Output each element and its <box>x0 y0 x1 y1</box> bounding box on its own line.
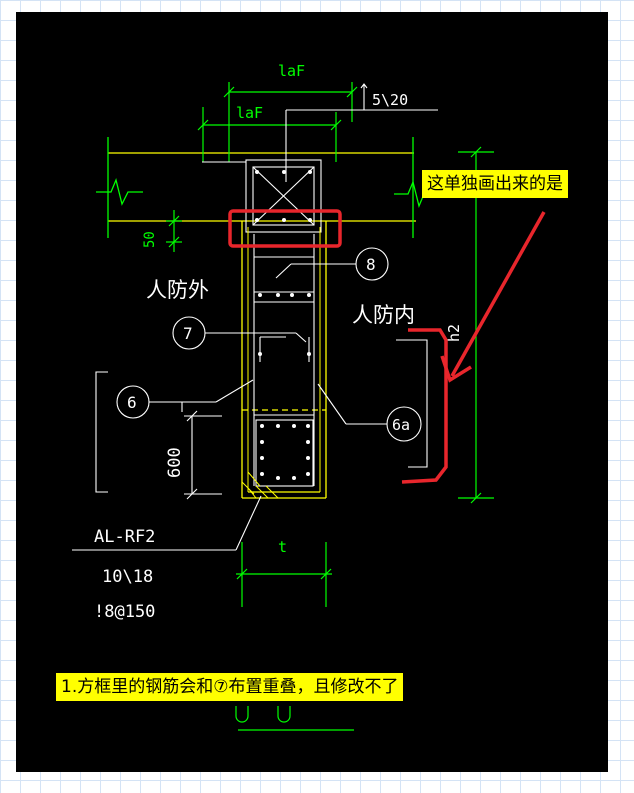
highlight-box <box>228 209 342 248</box>
outer-side-label: 人防外 <box>146 278 209 302</box>
dim-height <box>458 146 494 504</box>
callout-6 <box>116 379 254 419</box>
dim-50-label: 50 <box>142 231 158 248</box>
cad-canvas[interactable]: laF laF 5\20 50 <box>16 12 608 772</box>
callout-6-label: 6 <box>127 393 137 412</box>
callout-8 <box>275 247 389 281</box>
rebar-top-label: 5\20 <box>372 91 408 109</box>
wall-rebar-dots <box>258 293 311 480</box>
callout-6a-label: 6a <box>392 416 410 434</box>
wall-outline <box>241 221 327 499</box>
wall-section-drawing: laF laF 5\20 50 <box>72 62 546 731</box>
beam-rebar-dots <box>255 170 312 222</box>
dim-height-label: h2 <box>445 324 463 342</box>
dim-600-label: 600 <box>165 447 185 478</box>
dim-laf-inner <box>197 107 342 162</box>
laf-inner-label: laF <box>236 104 263 122</box>
callout-6a <box>317 383 422 442</box>
bottom-fragment <box>235 706 354 731</box>
rebar-main-label: 10\18 <box>102 567 153 587</box>
rebar-stirrup-label: !8@150 <box>94 602 155 622</box>
dim-laf-top <box>223 82 358 162</box>
wall-id-label: AL-RF2 <box>94 527 155 547</box>
hatch-bottom <box>241 471 279 499</box>
rebar-7-hooks <box>259 336 310 362</box>
dim-50 <box>166 210 182 252</box>
wall-id-leader <box>72 495 262 551</box>
bracket-left <box>95 371 108 493</box>
callout-8-label: 8 <box>366 255 376 274</box>
red-arrow <box>440 211 546 383</box>
slab-break-left <box>96 137 143 238</box>
callout-7-label: 7 <box>183 324 193 343</box>
beam-cage <box>202 159 322 233</box>
dim-600 <box>184 410 222 500</box>
bracket-right <box>396 339 428 468</box>
red-rebar-shape <box>401 328 448 484</box>
dim-t <box>236 542 332 607</box>
wall-rebar <box>253 234 315 487</box>
callout-7 <box>172 316 307 350</box>
laf-top-label: laF <box>278 62 305 80</box>
dim-t-label: t <box>278 538 287 556</box>
inner-side-label: 人防内 <box>352 303 415 327</box>
annotation-separate-drawing: 这单独画出来的是 <box>422 170 568 198</box>
rebar-top-leader <box>285 83 438 182</box>
top-slab <box>108 152 416 222</box>
annotation-overlap-issue: 1.方框里的钢筋会和⑦布置重叠，且修改不了 <box>56 673 404 701</box>
